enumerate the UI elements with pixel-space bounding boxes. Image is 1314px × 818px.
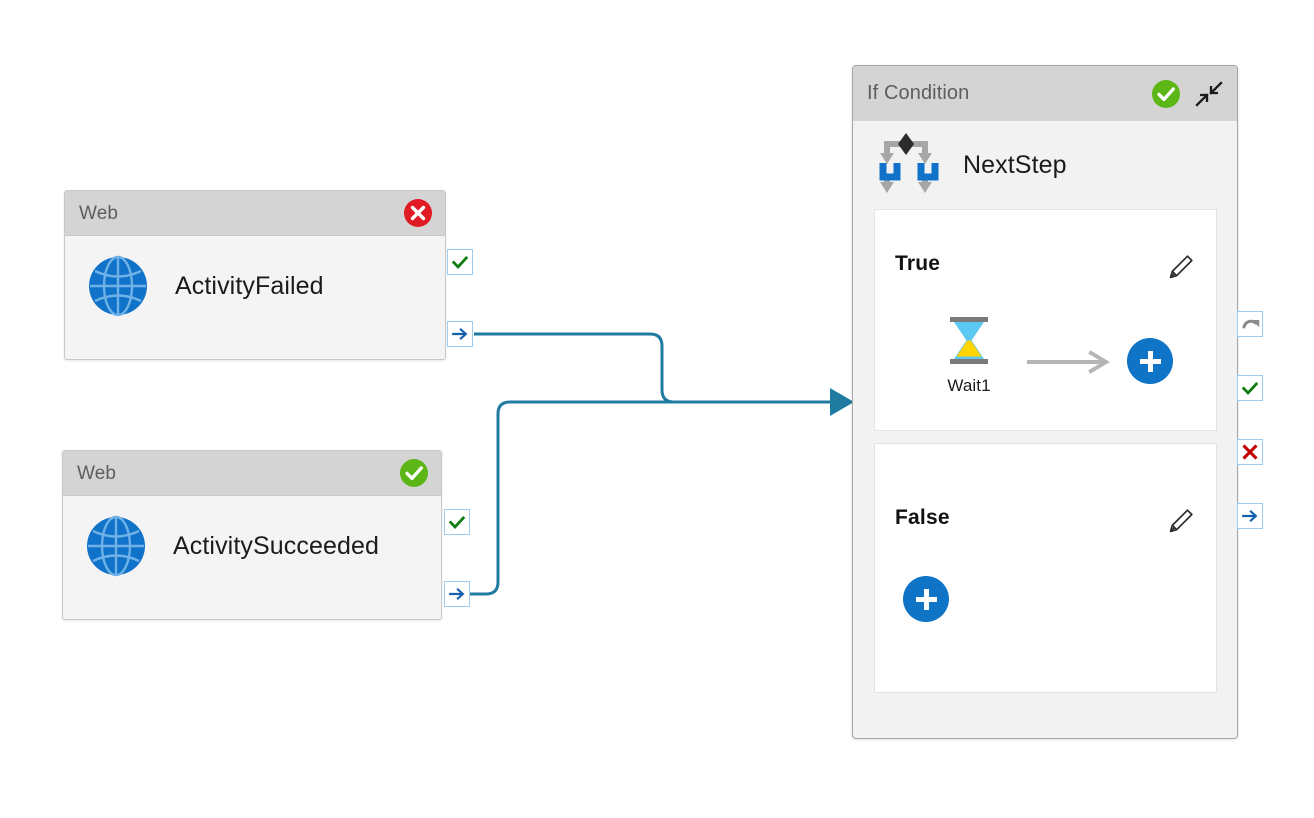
node-body: ActivitySucceeded [63,496,441,596]
check-icon [451,255,469,269]
node-body: ActivityFailed [65,236,445,336]
branch-false-title: False [895,506,950,529]
if-condition-title: If Condition [867,82,970,104]
arrow-right-long-icon [1027,350,1113,374]
check-icon [1241,381,1259,395]
if-condition-branch-icon [871,130,941,201]
activity-label: ActivitySucceeded [173,531,379,560]
collapse-diagonal-icon[interactable] [1193,78,1225,110]
cross-icon [1242,444,1258,460]
check-icon [448,515,466,529]
hourglass-icon [946,317,992,371]
node-header-title: Web [79,202,119,224]
node-header-title: Web [77,462,117,484]
plus-icon-vertical [1147,350,1153,372]
node-header: Web [63,451,441,496]
add-activity-button-false[interactable] [903,576,949,622]
activity-node-web-failed[interactable]: Web [64,190,446,360]
pencil-icon[interactable] [1166,252,1196,282]
connector-arrowhead [830,388,854,416]
connector-succeeded-to-if [470,400,836,596]
if-condition-failure-port[interactable] [1237,439,1263,465]
if-condition-activity-label: NextStep [963,150,1067,179]
retry-icon [1241,319,1259,329]
globe-icon [87,255,149,317]
web-succeeded-success-port[interactable] [444,509,470,535]
if-condition-subheader: NextStep [853,121,1237,209]
plus-icon-vertical [923,588,929,610]
check-circle-icon [1151,79,1181,109]
if-condition-next-port[interactable] [1237,503,1263,529]
branch-true[interactable]: True [874,209,1217,431]
child-activity-label: Wait1 [947,376,991,395]
web-succeeded-next-port[interactable] [444,581,470,607]
arrow-right-icon [1242,509,1258,523]
web-failed-success-port[interactable] [447,249,473,275]
activity-label: ActivityFailed [175,271,324,300]
arrow-right-icon [452,327,468,341]
activity-node-web-succeeded[interactable]: Web [62,450,442,620]
if-condition-header: If Condition [853,66,1237,121]
if-condition-panel[interactable]: If Condition [852,65,1238,739]
error-circle-icon [403,198,433,228]
check-circle-icon [399,458,429,488]
web-failed-next-port[interactable] [447,321,473,347]
child-activity-wait1[interactable]: Wait1 [927,315,1011,396]
if-condition-retry-port[interactable] [1237,311,1263,337]
node-header: Web [65,191,445,236]
arrow-right-icon [449,587,465,601]
branch-false[interactable]: False [874,443,1217,693]
pencil-icon[interactable] [1166,506,1196,536]
add-activity-button-true[interactable] [1127,338,1173,384]
if-condition-success-port[interactable] [1237,375,1263,401]
globe-icon [85,515,147,577]
branch-true-title: True [895,252,941,275]
connector-failed-to-if [474,332,836,404]
